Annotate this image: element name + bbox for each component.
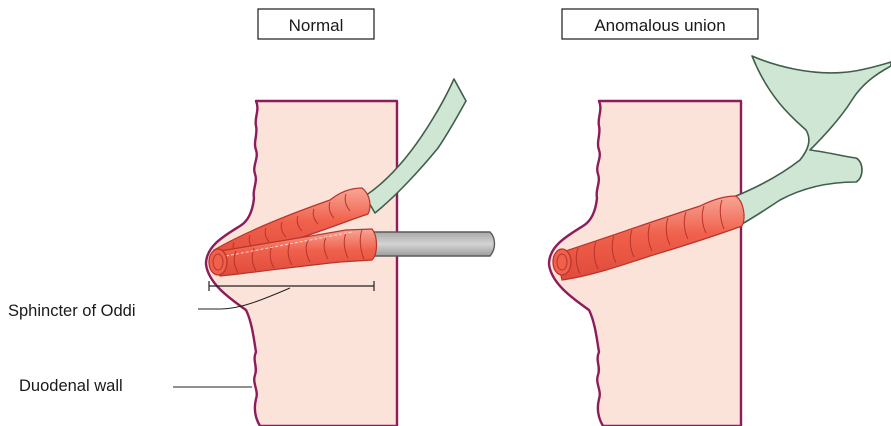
normal-title: Normal — [289, 16, 344, 35]
anomalous-panel: Anomalous union — [549, 9, 891, 426]
duodenal-wall-label: Duodenal wall — [19, 377, 123, 395]
normal-pancreatic-duct — [372, 232, 495, 256]
anomalous-title: Anomalous union — [594, 16, 725, 35]
anomalous-papilla-opening — [553, 249, 571, 275]
normal-papilla-opening — [209, 249, 227, 275]
normal-panel: Normal — [8, 9, 495, 426]
anomalous-common-channel — [736, 56, 891, 224]
sphincter-label: Sphincter of Oddi — [8, 302, 136, 320]
